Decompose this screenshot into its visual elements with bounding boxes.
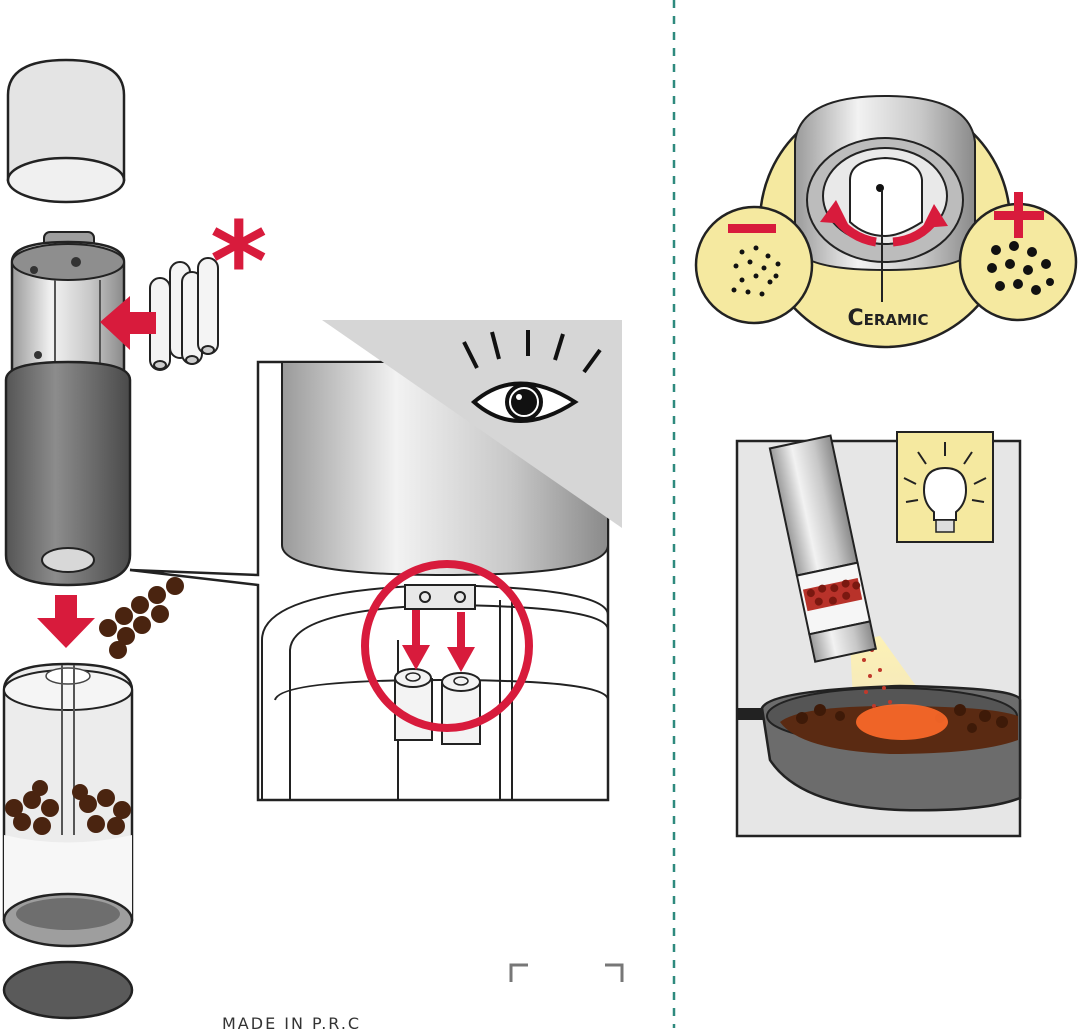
- ceramic-label: Ceramic: [847, 306, 928, 331]
- fine-grind-bubble: [694, 205, 814, 325]
- crop-marks: [509, 963, 624, 982]
- zoom-callout: [129, 320, 622, 802]
- minus-icon: [728, 224, 776, 233]
- bean-container: [2, 662, 134, 948]
- batteries: [149, 257, 219, 371]
- bottom-lid: [2, 960, 134, 1020]
- coarse-grind-bubble: [958, 192, 1078, 322]
- asterisk-icon: *: [210, 198, 268, 326]
- eye-icon: [462, 330, 602, 423]
- light-bulb-icon: [896, 431, 994, 543]
- highlight-circle: [361, 560, 533, 732]
- grinder-motor-unit: [4, 231, 132, 587]
- arrow-left-icon: [100, 296, 156, 350]
- arrow-down-icon: [37, 595, 95, 648]
- plus-icon: [994, 192, 1044, 238]
- coffee-beans: [99, 577, 184, 659]
- ceramic-adjustment-diagram: Ceramic: [758, 94, 1012, 349]
- light-usage-diagram: [735, 431, 1022, 838]
- grinder-cap: [6, 58, 126, 204]
- made-in-footer: MADE IN P.R.C: [222, 1014, 362, 1033]
